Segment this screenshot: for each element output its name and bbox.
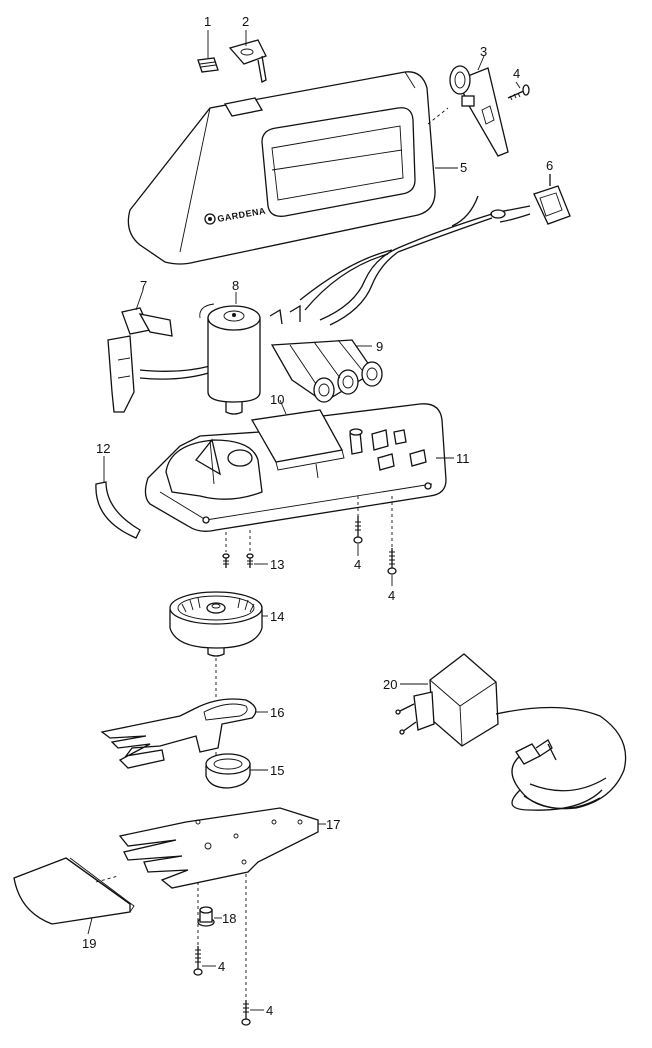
label-part-8: 8	[232, 278, 239, 293]
part-8-motor	[199, 292, 301, 415]
part-2-bracket	[228, 30, 267, 83]
label-part-14: 14	[270, 609, 284, 624]
part-12-rubber-strip	[95, 456, 141, 539]
label-part-7: 7	[140, 278, 147, 293]
label-part-3: 3	[480, 44, 487, 59]
label-part-18: 18	[222, 911, 236, 926]
label-part-4-base-right: 4	[388, 588, 395, 603]
part-11-base	[144, 403, 454, 532]
label-part-20: 20	[383, 677, 397, 692]
label-part-10: 10	[270, 392, 284, 407]
label-part-19: 19	[82, 936, 96, 951]
part-14-gear	[169, 591, 268, 700]
part-4-screw-top	[507, 81, 530, 101]
part-10-circuit-board	[250, 399, 345, 471]
part-17-lower-blade	[118, 807, 326, 1000]
label-part-6: 6	[546, 158, 553, 173]
part-19-blade-guard	[13, 857, 135, 935]
label-part-15: 15	[270, 763, 284, 778]
part-16-upper-blade	[100, 698, 268, 770]
part-3-switch	[449, 55, 509, 157]
part-15-bushing	[205, 753, 268, 789]
label-part-4-lower-left: 4	[218, 959, 225, 974]
part-18-stud	[197, 906, 222, 927]
label-part-12: 12	[96, 441, 110, 456]
label-part-4-lower-right: 4	[266, 1003, 273, 1018]
label-part-5: 5	[460, 160, 467, 175]
label-part-13: 13	[270, 557, 284, 572]
label-part-9: 9	[376, 339, 383, 354]
part-20-charger	[395, 653, 627, 811]
part-6-socket	[397, 174, 571, 253]
lower-screws	[193, 946, 264, 1026]
label-part-16: 16	[270, 705, 284, 720]
part-9-battery-pack	[270, 339, 383, 403]
base-screws	[222, 496, 397, 586]
part-7-switch-lever	[107, 289, 213, 413]
part-labels: 1 2 3 4 5 6 7 8 9 10 11 12 13 4 4 14 20 …	[82, 14, 553, 1018]
label-part-4-base-left: 4	[354, 557, 361, 572]
label-part-2: 2	[242, 14, 249, 29]
part-1-clip	[197, 30, 219, 73]
label-part-4-top: 4	[513, 66, 520, 81]
label-part-11: 11	[456, 451, 470, 466]
label-part-17: 17	[326, 817, 340, 832]
part-5-housing: GARDENA	[127, 71, 458, 265]
wiring-harness	[299, 247, 399, 326]
label-part-1: 1	[204, 14, 211, 29]
